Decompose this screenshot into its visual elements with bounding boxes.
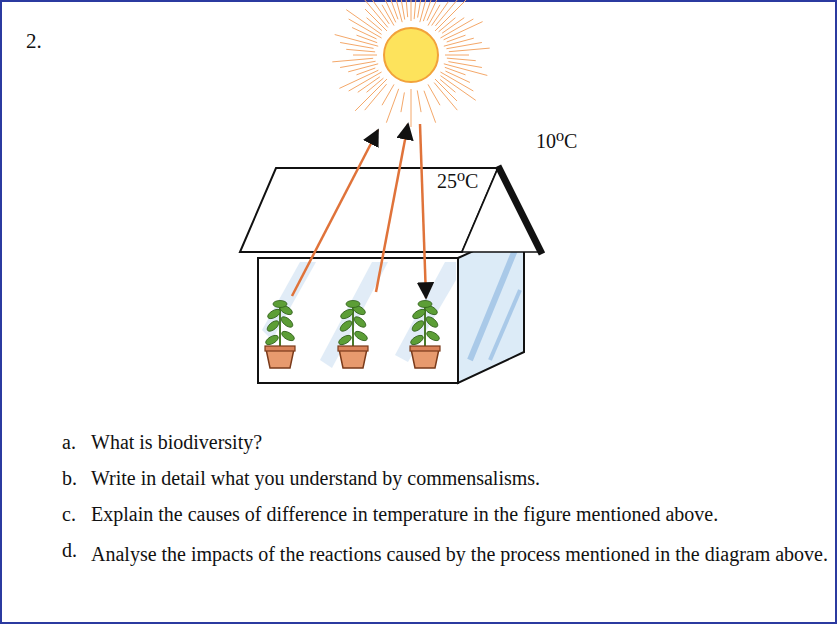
glass-streak [490,290,520,360]
sun-ray [339,70,378,88]
question-text: b. [62,465,77,491]
glass-streaks [262,262,456,368]
question-text: a. [62,429,76,455]
sun-ray [424,91,436,123]
sun-ray [445,55,469,56]
sun-ray [365,84,387,110]
sun-ray [332,58,373,62]
sun-ray [445,67,466,75]
question-text: Write in detail what you understand by c… [91,465,540,491]
sun-ray [355,79,387,111]
sun-ray [417,90,421,112]
front-wall [258,258,458,383]
sun-ray [365,9,387,31]
sun-ray [384,0,396,22]
sun-ray [434,83,457,111]
sun-ray [411,89,412,127]
sun-rays [332,0,489,127]
sun-ray [401,92,404,112]
sun-ray [391,0,403,22]
sun-ray [411,0,412,21]
sun-ray [435,0,467,31]
sun-ray [405,0,407,17]
incoming-ray [420,124,426,298]
sun-ray [340,61,375,67]
sun-ray [423,0,435,21]
temperature-label: 25⁰C [437,168,478,194]
sun-ray [346,49,375,52]
sun-ray [444,22,483,40]
potted-plants [264,301,441,369]
potted-plant [409,301,441,369]
sun-ray [440,72,473,91]
question-text: What is biodiversity? [91,429,262,455]
roof [240,168,498,252]
sun-ray [449,48,490,52]
sun-ray [349,19,382,38]
temperature-label: 2. [26,28,42,55]
potted-plant [264,301,296,369]
sun [384,28,438,82]
sun-ray [435,0,457,26]
reflected-ray [376,124,408,292]
sun-ray [386,0,398,19]
glass-streak [470,250,515,360]
sun-ray [446,42,481,48]
sun-ray [353,55,377,56]
sun-ray [356,35,377,43]
reflected-ray [292,130,378,296]
question-text: c. [62,501,76,527]
roof-edge [498,166,542,254]
temperature-label: 10⁰C [536,128,577,154]
sun-ray [435,79,457,101]
question-text: d. [62,537,77,563]
question-text: Explain the causes of difference in temp… [91,501,718,527]
sun-ray [401,0,405,20]
question-text: Analyse the impacts of the reactions cau… [91,537,829,571]
sun-ray [418,0,421,18]
potted-plant [337,301,369,369]
sun-ray [447,58,476,61]
sun-ray [365,0,388,27]
sun-ray [428,84,440,105]
